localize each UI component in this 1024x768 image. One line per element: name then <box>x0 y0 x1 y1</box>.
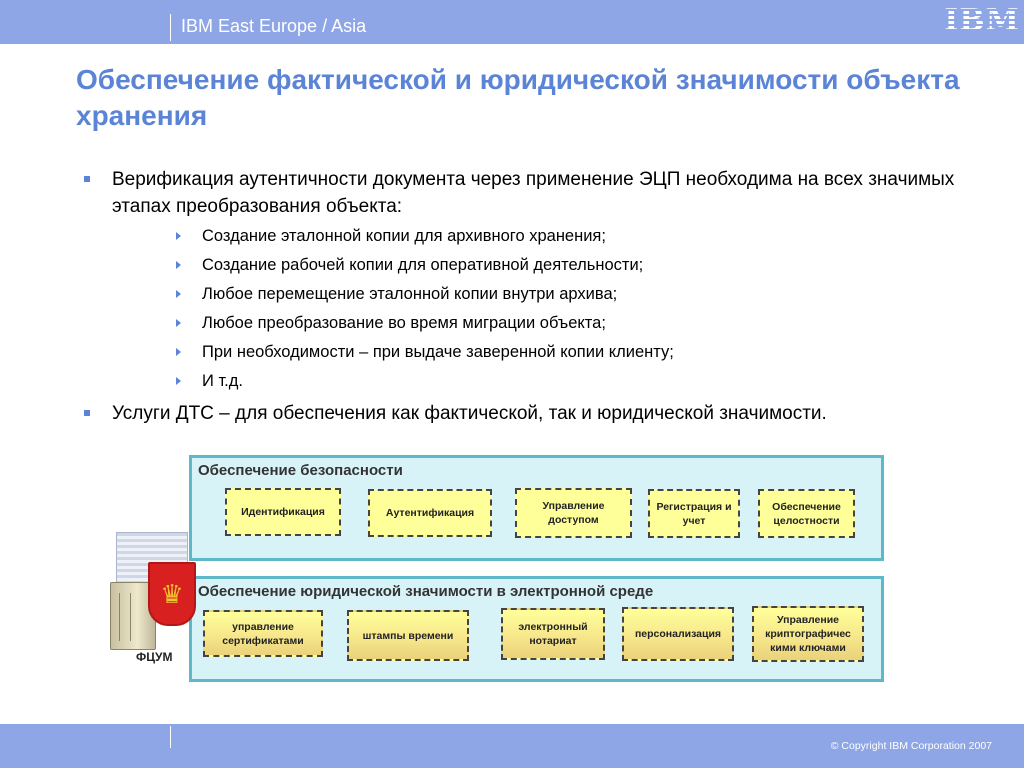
bullet-item: Верификация аутентичности документа чере… <box>82 166 982 220</box>
square-bullet-icon <box>84 410 90 416</box>
box-timestamps: штампы времени <box>347 610 469 661</box>
panel-title: Обеспечение безопасности <box>198 462 403 479</box>
fcum-illustration: ♛ ФЦУМ <box>106 528 202 668</box>
triangle-bullet-icon <box>176 319 181 327</box>
illustration-label: ФЦУМ <box>136 650 173 664</box>
box-access-control: Управление доступом <box>515 488 632 538</box>
sub-bullet-item: Создание рабочей копии для оперативной д… <box>174 251 982 280</box>
triangle-bullet-icon <box>176 261 181 269</box>
footer-divider <box>170 726 171 748</box>
copyright-text: © Copyright IBM Corporation 2007 <box>830 740 992 752</box>
box-identification: Идентификация <box>225 488 341 536</box>
sub-bullet-item: При необходимости – при выдаче заверенно… <box>174 338 982 367</box>
header-divider <box>170 14 171 41</box>
triangle-bullet-icon <box>176 290 181 298</box>
square-bullet-icon <box>84 176 90 182</box>
box-registration: Регистрация и учет <box>648 489 740 538</box>
box-authentication: Аутентификация <box>368 489 492 537</box>
box-certificate-management: управление сертификатами <box>203 610 323 657</box>
security-panel: Обеспечение безопасности Идентификация А… <box>189 455 884 561</box>
bullet-text: Услуги ДТС – для обеспечения как фактиче… <box>112 403 827 424</box>
bullet-text: Верификация аутентичности документа чере… <box>112 169 955 217</box>
legal-significance-panel: Обеспечение юридической значимости в эле… <box>189 576 884 682</box>
box-personalization: персонализация <box>622 607 734 661</box>
coat-of-arms-icon: ♛ <box>148 562 196 626</box>
header-brand-line: IBM East Europe / Asia <box>181 16 367 36</box>
header-band: IBM East Europe / Asia IBM <box>0 0 1024 44</box>
slide-title: Обеспечение фактической и юридической зн… <box>76 64 960 131</box>
sub-bullet-list: Создание эталонной копии для архивного х… <box>174 222 982 396</box>
triangle-bullet-icon <box>176 232 181 240</box>
sub-bullet-item: Создание эталонной копии для архивного х… <box>174 222 982 251</box>
footer-band: © Copyright IBM Corporation 2007 <box>0 724 1024 768</box>
sub-bullet-item: Любое преобразование во время миграции о… <box>174 309 982 338</box>
box-e-notary: электронный нотариат <box>501 608 605 660</box>
box-key-management: Управление криптографичес кими ключами <box>752 606 864 662</box>
triangle-bullet-icon <box>176 348 181 356</box>
sub-bullet-item: Любое перемещение эталонной копии внутри… <box>174 280 982 309</box>
triangle-bullet-icon <box>176 377 181 385</box>
bullet-list: Верификация аутентичности документа чере… <box>82 166 982 427</box>
box-integrity: Обеспечение целостности <box>758 489 855 538</box>
ibm-logo: IBM <box>944 3 1020 38</box>
bullet-item: Услуги ДТС – для обеспечения как фактиче… <box>82 400 982 427</box>
sub-bullet-item: И т.д. <box>174 367 982 396</box>
panel-title: Обеспечение юридической значимости в эле… <box>198 583 654 600</box>
